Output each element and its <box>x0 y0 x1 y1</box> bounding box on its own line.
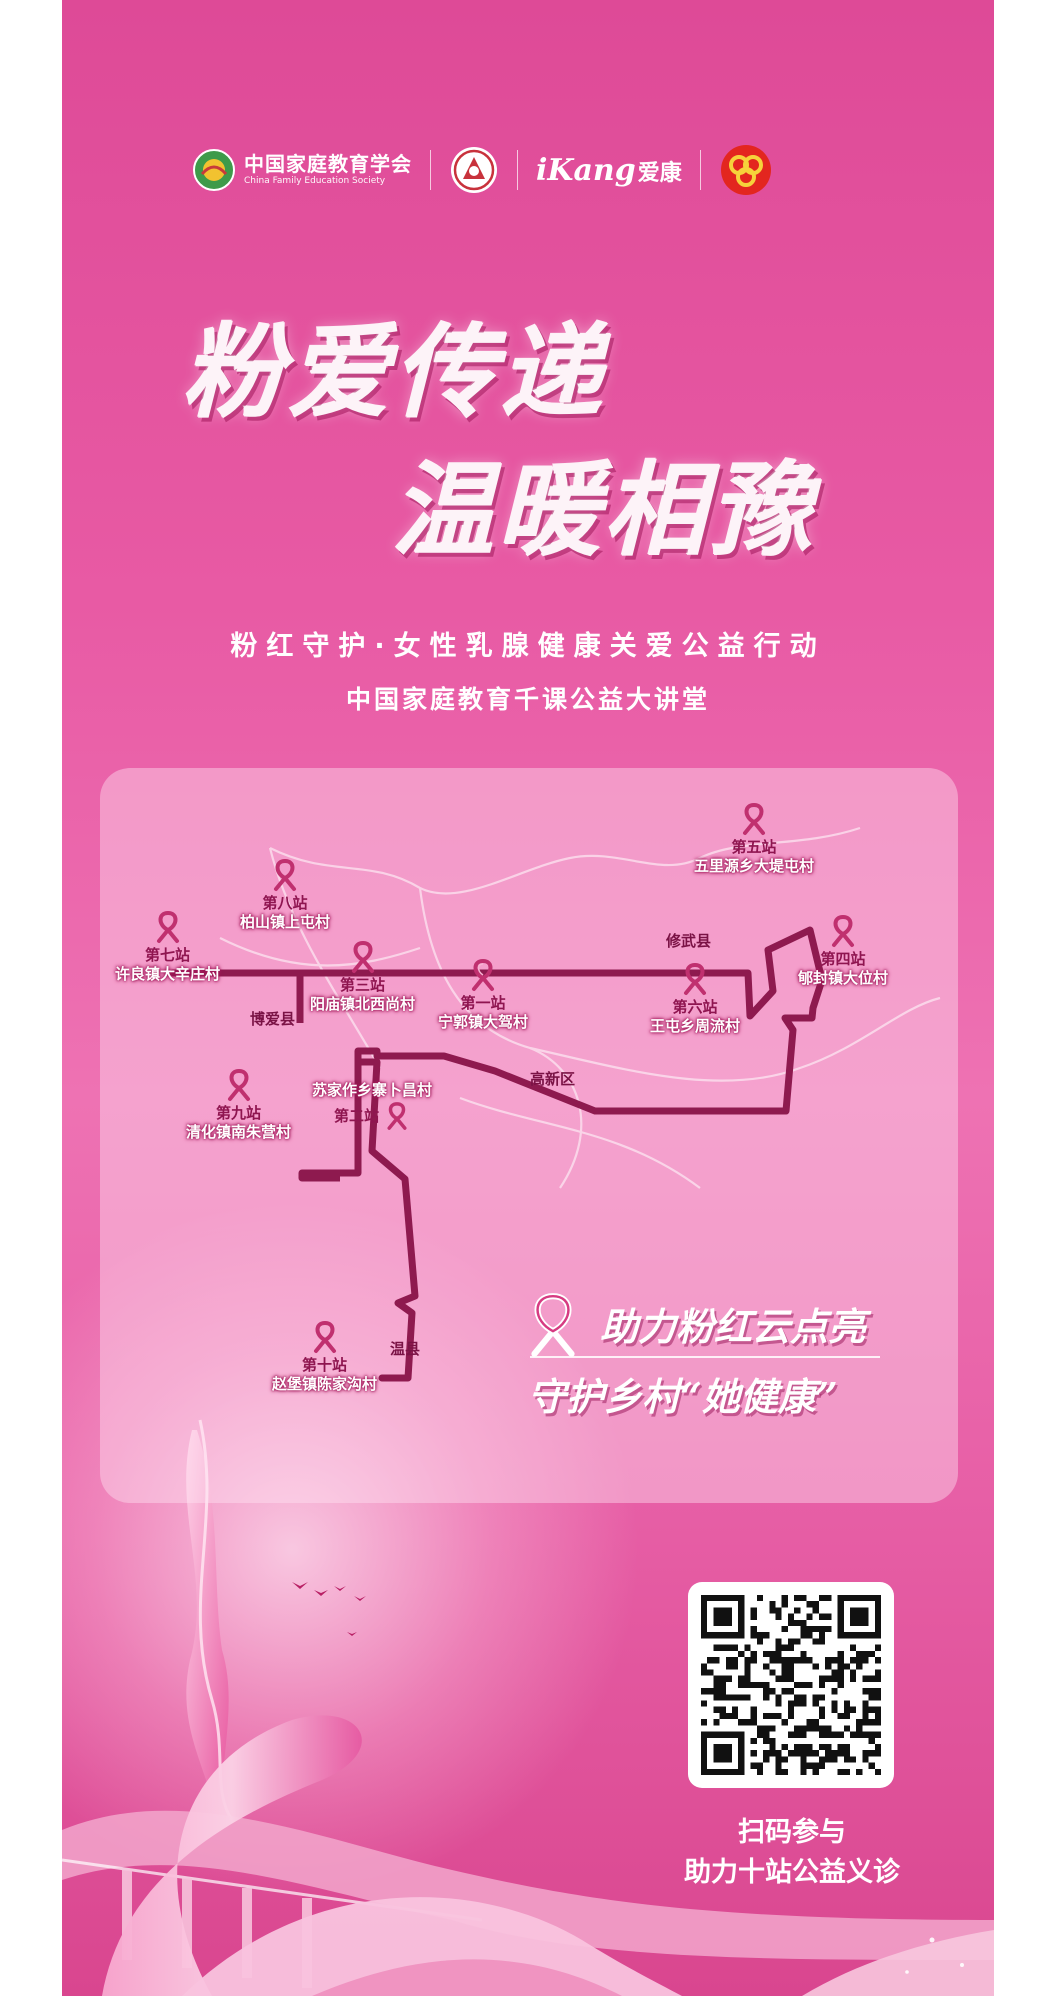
station-1[interactable]: 第一站 宁郭镇大驾村 <box>438 958 528 1032</box>
station-place: 郇封镇大位村 <box>798 969 889 987</box>
route-map <box>169 826 941 1382</box>
ikang-wordmark: iKang <box>536 152 636 188</box>
title-line-2: 温暖相豫 <box>392 451 816 571</box>
station-name: 第七站 <box>145 946 191 964</box>
pink-ribbon-icon <box>351 940 374 973</box>
station-place: 柏山镇上屯村 <box>240 913 331 931</box>
station-name: 第一站 <box>460 994 506 1012</box>
station-name: 第十站 <box>302 1356 348 1374</box>
pink-ribbon-icon <box>832 914 854 947</box>
station-9[interactable]: 第九站 清化镇南朱营村 <box>186 1068 291 1142</box>
qr-code-card[interactable] <box>688 1582 894 1788</box>
county-borders <box>219 826 941 1189</box>
logo-divider <box>699 150 701 190</box>
pink-ribbon-icon <box>684 962 706 995</box>
ikang-logo: iKang 爱康 <box>536 153 682 188</box>
society-logo-icon <box>193 149 235 191</box>
pink-ribbon-icon <box>313 1320 336 1353</box>
ikang-cn-name: 爱康 <box>637 160 682 186</box>
station-5[interactable]: 第五站 五里源乡大堤屯村 <box>694 802 814 876</box>
station-10[interactable]: 第十站 赵堡镇陈家沟村 <box>272 1320 377 1394</box>
station-2[interactable]: 苏家作乡寨卜昌村 第二站 <box>312 1080 432 1132</box>
station-place: 许良镇大辛庄村 <box>115 965 221 983</box>
society-name: 中国家庭教育学会 <box>244 152 412 176</box>
title-line-1: 粉爱传递 <box>182 313 606 433</box>
station-name: 第八站 <box>262 894 308 912</box>
station-name: 第五站 <box>731 838 777 856</box>
landmark-illustration <box>62 1419 994 1996</box>
county-label-gaoxin: 高新区 <box>530 1070 576 1088</box>
pink-ribbon-icon <box>156 910 179 943</box>
pink-ribbon-icon <box>274 858 296 891</box>
station-7[interactable]: 第七站 许良镇大辛庄村 <box>115 910 220 984</box>
station-place: 赵堡镇陈家沟村 <box>272 1375 378 1393</box>
station-place: 五里源乡大堤屯村 <box>694 857 815 875</box>
health-society-logo-icon <box>451 147 497 193</box>
station-name: 第三站 <box>340 976 386 994</box>
station-3[interactable]: 第三站 阳庙镇北西尚村 <box>310 940 415 1014</box>
station-place: 王屯乡周流村 <box>650 1017 741 1035</box>
station-name: 第二站 <box>333 1106 379 1125</box>
station-place: 清化镇南朱营村 <box>186 1123 292 1141</box>
station-place: 苏家作乡寨卜昌村 <box>312 1081 433 1099</box>
logo-divider <box>517 150 518 190</box>
background-glow <box>62 1200 642 1900</box>
pink-ribbon-icon <box>472 958 494 991</box>
pink-ribbon-icon <box>531 1293 575 1357</box>
station-place: 宁郭镇大驾村 <box>438 1013 529 1031</box>
qr-caption-1: 扫码参与 <box>738 1817 846 1848</box>
station-place: 阳庙镇北西尚村 <box>310 995 416 1013</box>
logo-divider <box>430 150 431 190</box>
society-name-en: China Family Education Society <box>244 176 386 186</box>
slogan-line-1: 助力粉红云点亮 <box>600 1304 867 1349</box>
station-name: 第四站 <box>820 950 866 968</box>
county-label-wenxian: 温县 <box>390 1340 421 1358</box>
station-4[interactable]: 第四站 郇封镇大位村 <box>798 914 888 988</box>
qr-code-icon <box>701 1595 881 1775</box>
subtitle-line-1: 粉红守护·女性乳腺健康关爱公益行动 <box>230 631 826 662</box>
station-8[interactable]: 第八站 柏山镇上屯村 <box>240 858 330 932</box>
subtitle-line-2: 中国家庭教育千课公益大讲堂 <box>345 685 710 714</box>
poster: 中国家庭教育学会 China Family Education Society … <box>62 0 994 1996</box>
slogan-underline <box>530 1356 880 1358</box>
station-6[interactable]: 第六站 王屯乡周流村 <box>650 962 740 1036</box>
station-name: 第六站 <box>672 998 718 1016</box>
route-line <box>169 926 826 1382</box>
slogan-line-2: 守护乡村“她健康” <box>528 1374 838 1419</box>
logo-bar: 中国家庭教育学会 China Family Education Society … <box>192 140 912 200</box>
county-label-boai: 博爱县 <box>250 1010 296 1028</box>
pink-ribbon-icon <box>227 1068 250 1101</box>
womens-federation-logo-icon <box>720 145 771 195</box>
pink-ribbon-icon <box>743 802 765 835</box>
qr-caption-2: 助力十站公益义诊 <box>684 1857 900 1888</box>
county-label-xiuwu: 修武县 <box>666 932 712 950</box>
pink-ribbon-icon <box>387 1102 407 1130</box>
route-map-card: 修武县 博爱县 高新区 温县 第一站 宁郭镇大驾村 苏家作乡寨卜昌村 第二站 第… <box>100 768 958 1503</box>
station-name: 第九站 <box>216 1104 262 1122</box>
